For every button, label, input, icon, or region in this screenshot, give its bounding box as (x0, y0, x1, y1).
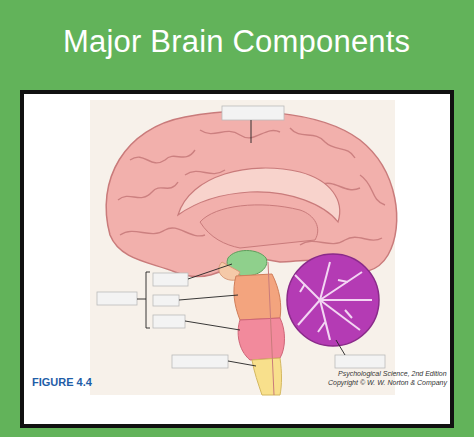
figure-number: FIGURE 4.4 (32, 376, 92, 388)
gyrus (290, 128, 355, 158)
leader-line (336, 340, 345, 355)
blank-label-boxes (97, 106, 385, 368)
figure-frame (22, 92, 452, 426)
gyrus (185, 170, 225, 175)
folium (300, 280, 352, 332)
medulla (252, 358, 282, 395)
blank-label (97, 292, 137, 305)
leader-line (228, 361, 256, 366)
cerebellum-folia (295, 262, 372, 340)
leader-lines (137, 120, 345, 366)
credit-line: Psychological Science, 2nd Edition (338, 370, 447, 377)
medial-brain (200, 205, 318, 248)
leader-line (137, 299, 146, 300)
folium (320, 299, 372, 301)
blank-label (335, 355, 385, 368)
pons (238, 318, 284, 360)
bracket (146, 272, 150, 328)
blank-label (153, 273, 188, 286)
leader-line (185, 321, 240, 330)
gyrus (200, 130, 280, 138)
folium (320, 300, 330, 340)
blank-label (153, 315, 185, 328)
gyrus (118, 182, 178, 200)
leader-line (179, 295, 238, 300)
leader-line (188, 264, 232, 279)
midbrain (234, 274, 281, 320)
central-canal (268, 262, 274, 395)
blank-label (222, 106, 284, 120)
cerebrum (106, 111, 397, 276)
gyrus (130, 150, 195, 163)
folium (320, 272, 362, 300)
gyrus (120, 228, 205, 236)
cerebellum (287, 254, 379, 346)
blank-label (172, 355, 228, 368)
blank-label (153, 295, 179, 306)
page-title: Major Brain Components (63, 24, 410, 60)
folium (295, 275, 320, 300)
gyrus (360, 175, 385, 205)
leader-line (251, 120, 252, 143)
folium (298, 300, 320, 325)
credit-line: Copyright © W. W. Norton & Company (328, 379, 447, 386)
